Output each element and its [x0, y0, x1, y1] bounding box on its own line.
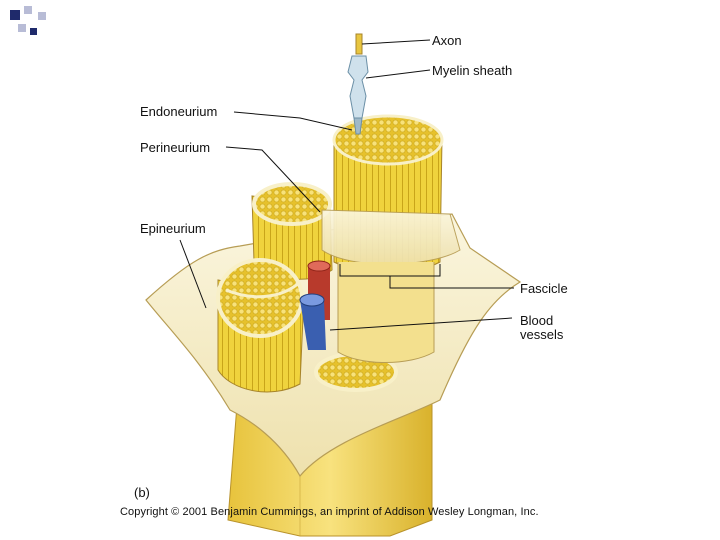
label-epineurium: Epineurium: [140, 222, 206, 236]
fascicle-lower-left: [218, 260, 304, 392]
label-blood-vessels: Blood vessels: [520, 314, 563, 342]
label-fascicle: Fascicle: [520, 282, 568, 296]
label-blood-vessels-line1: Blood: [520, 314, 563, 328]
label-myelin-sheath: Myelin sheath: [432, 64, 512, 78]
label-blood-vessels-line2: vessels: [520, 328, 563, 342]
label-axon: Axon: [432, 34, 462, 48]
copyright-notice: Copyright © 2001 Benjamin Cummings, an i…: [120, 506, 539, 518]
label-perineurium: Perineurium: [140, 141, 210, 155]
label-endoneurium: Endoneurium: [140, 105, 217, 119]
panel-letter: (b): [134, 485, 150, 500]
